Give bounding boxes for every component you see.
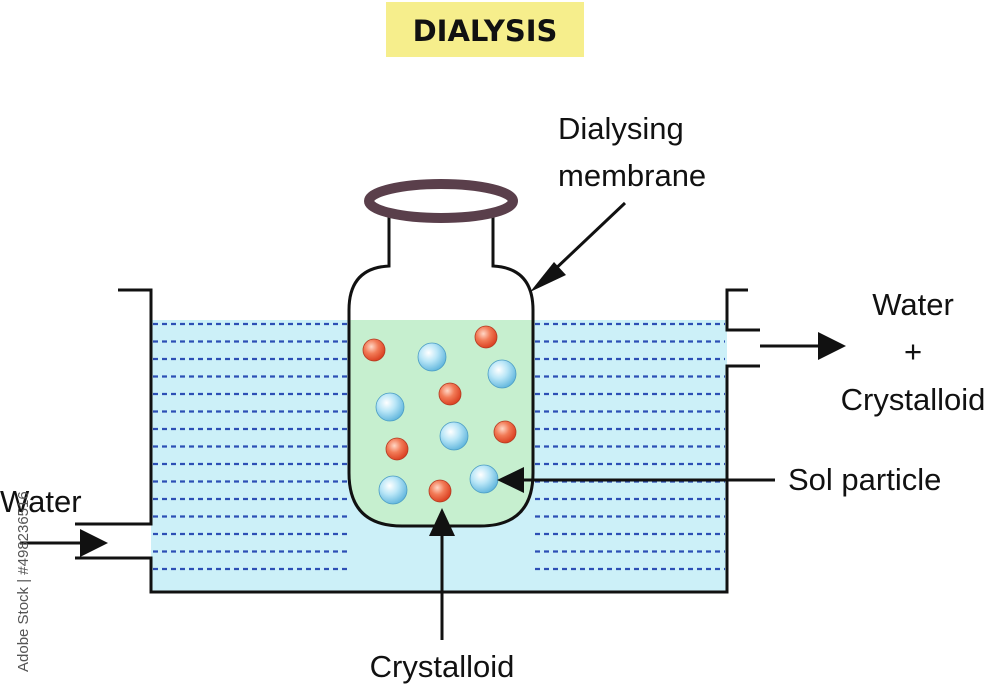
membrane-arrow bbox=[530, 201, 627, 292]
bottle-rim bbox=[364, 179, 518, 223]
page-title: DIALYSIS bbox=[413, 14, 558, 48]
title-background bbox=[386, 2, 584, 57]
sol-particle bbox=[375, 392, 405, 422]
crystalloid-particle bbox=[474, 325, 498, 349]
outlet-arrow bbox=[760, 332, 846, 360]
crystalloid-particle bbox=[362, 338, 386, 362]
outlet-label-water: Water bbox=[872, 287, 954, 322]
membrane-label-line2: membrane bbox=[558, 158, 706, 193]
membrane-label-line1: Dialysing bbox=[558, 111, 684, 146]
inlet-label: Water bbox=[0, 484, 82, 519]
particles bbox=[362, 325, 517, 505]
watermark-text: Adobe Stock | #498236516 bbox=[15, 491, 32, 672]
sol-particle bbox=[439, 421, 469, 451]
sol-particle bbox=[469, 464, 499, 494]
arrows bbox=[20, 201, 846, 640]
outlet-label-crystalloid: Crystalloid bbox=[841, 382, 986, 417]
sol-particle-arrow bbox=[497, 467, 775, 493]
crystalloid-particle bbox=[428, 479, 452, 503]
tank-outline bbox=[75, 288, 760, 594]
crystalloid-particle bbox=[385, 437, 409, 461]
sol-particle bbox=[417, 342, 447, 372]
crystalloid-particle bbox=[438, 382, 462, 406]
sol-particle-label: Sol particle bbox=[788, 462, 941, 497]
crystalloid-particle bbox=[493, 420, 517, 444]
crystalloid-arrow bbox=[429, 508, 455, 640]
inlet-arrow bbox=[20, 529, 108, 557]
outlet-label-plus: + bbox=[904, 334, 922, 369]
crystalloid-label: Crystalloid bbox=[370, 649, 515, 684]
sol-particle bbox=[487, 359, 517, 389]
sol-particle bbox=[378, 475, 408, 505]
